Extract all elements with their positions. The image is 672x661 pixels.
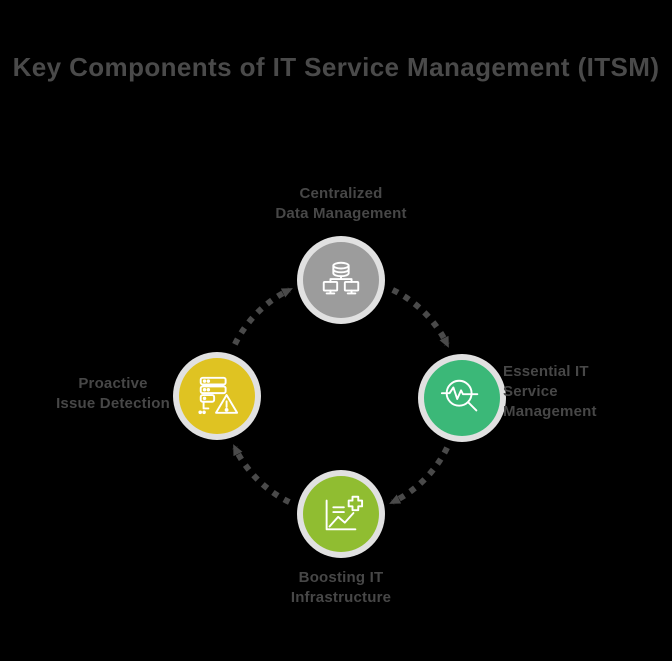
node-service-management[interactable] <box>424 360 500 436</box>
database-network-icon <box>322 261 360 295</box>
label-line: Management <box>503 403 597 420</box>
label-it-infrastructure: Boosting IT Infrastructure <box>221 568 461 608</box>
label-line: Data Management <box>275 205 407 222</box>
arrow-left-to-top <box>232 287 293 346</box>
page-title: Key Components of IT Service Management … <box>12 52 660 82</box>
label-line: Proactive <box>78 375 148 392</box>
label-line: Infrastructure <box>290 589 392 606</box>
node-data-management[interactable] <box>303 242 379 318</box>
arrow-top-to-right <box>391 287 450 348</box>
node-it-infrastructure[interactable] <box>303 476 379 552</box>
server-alert-icon <box>198 376 239 415</box>
arrow-bottom-to-left <box>232 444 291 505</box>
label-data-management: Centralized Data Management <box>221 184 461 224</box>
arrow-right-to-bottom <box>389 446 450 505</box>
label-issue-detection: Proactive Issue Detection <box>38 374 188 414</box>
label-line: Boosting IT <box>298 569 384 586</box>
report-chart-plus-icon <box>325 495 364 531</box>
node-issue-detection[interactable] <box>179 358 255 434</box>
pulse-magnifier-icon <box>440 379 479 412</box>
label-line: Essential IT <box>503 363 589 380</box>
label-line: Centralized <box>299 185 383 202</box>
label-line: Service <box>503 383 558 400</box>
label-line: Issue Detection <box>56 395 170 412</box>
label-service-management: Essential IT Service Management <box>503 362 663 422</box>
